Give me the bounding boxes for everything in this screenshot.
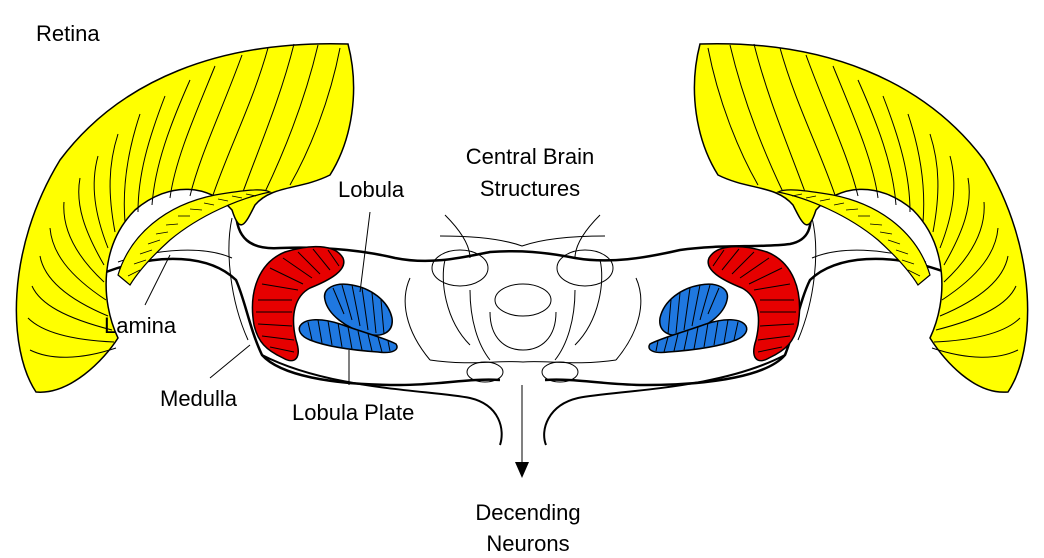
label-central-brain: Central Brain <box>466 144 594 169</box>
label-decending: Decending <box>475 500 580 525</box>
label-lamina: Lamina <box>104 313 177 338</box>
label-neurons: Neurons <box>486 531 569 556</box>
descending-neurons-arrowhead <box>515 462 529 478</box>
label-lobula-plate: Lobula Plate <box>292 400 414 425</box>
lamina-pointer <box>145 255 170 305</box>
label-structures: Structures <box>480 176 580 201</box>
label-retina: Retina <box>36 21 100 46</box>
label-lobula: Lobula <box>338 177 405 202</box>
central-brain-structures <box>405 215 641 382</box>
medulla-pointer <box>210 345 250 378</box>
label-medulla: Medulla <box>160 386 238 411</box>
